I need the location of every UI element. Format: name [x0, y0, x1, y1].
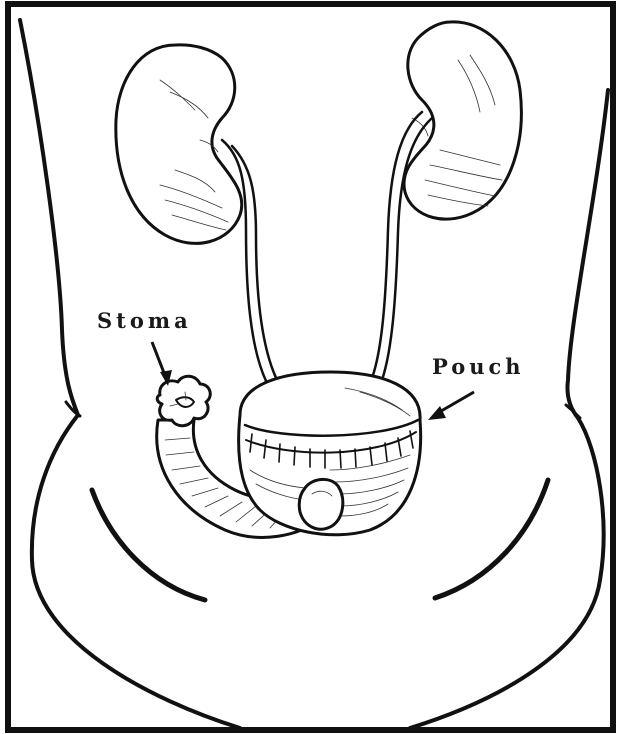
stoma-label: Stoma [97, 308, 192, 333]
kidney-right [404, 22, 521, 219]
pouch [239, 372, 421, 535]
stoma-arrow [152, 342, 172, 386]
pouch-label: Pouch [432, 354, 525, 379]
stoma [157, 376, 210, 426]
pouch-arrow [428, 392, 474, 420]
ureters [222, 112, 432, 385]
kidney-left [116, 45, 242, 244]
